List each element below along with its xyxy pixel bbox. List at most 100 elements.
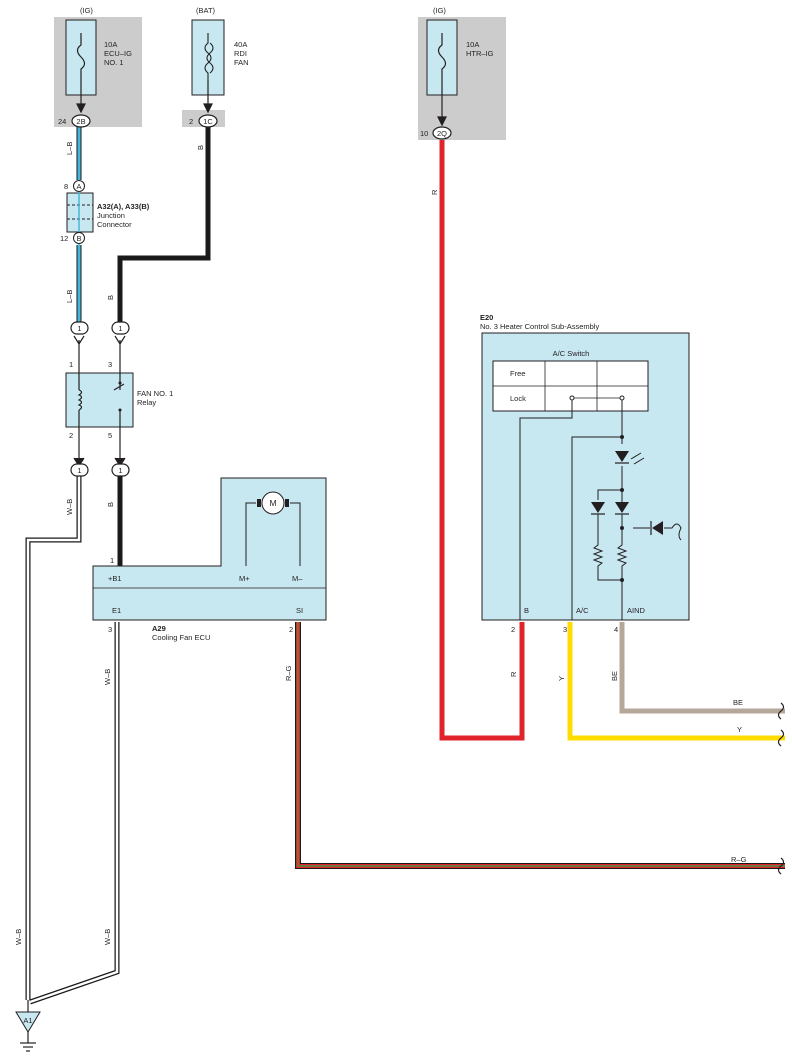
svg-text:1: 1 xyxy=(118,324,122,333)
fuse-ecu-ig-name1: ECU–IG xyxy=(104,49,132,58)
svg-text:W–B: W–B xyxy=(103,669,112,685)
connector-1c: 1C 2 xyxy=(189,114,218,128)
relay-coil-icon xyxy=(77,389,83,411)
ecu-terminal-mplus: M+ xyxy=(239,574,250,583)
fuse-ecu-ig-power: (IG) xyxy=(80,6,93,15)
svg-text:24: 24 xyxy=(58,117,66,126)
ac-switch-free: Free xyxy=(510,369,525,378)
svg-text:3: 3 xyxy=(108,625,112,634)
svg-text:W–B: W–B xyxy=(65,499,74,515)
fuse-rdi-fan: (BAT) 40A RDI FAN xyxy=(182,6,249,127)
svg-text:R: R xyxy=(509,671,518,677)
fusible-link-icon xyxy=(204,33,214,80)
svg-text:B: B xyxy=(106,502,115,507)
led-icon xyxy=(615,451,645,465)
wire-r xyxy=(439,140,525,741)
inline-connector: 1 xyxy=(70,321,89,346)
heater-control: E20 No. 3 Heater Control Sub-Assembly A/… xyxy=(480,313,690,634)
motor-icon xyxy=(261,491,285,515)
junction-name1: Junction xyxy=(97,211,125,220)
inline-connector: 1 xyxy=(111,457,130,477)
ecu-terminal-si: SI xyxy=(296,606,303,615)
svg-text:1: 1 xyxy=(118,466,122,475)
svg-text:1C: 1C xyxy=(203,117,213,126)
inline-connector: 1 xyxy=(70,457,89,477)
ecu-code: A29 xyxy=(152,624,166,633)
heater-terminal-aind: AIND xyxy=(627,606,646,615)
ground-icon xyxy=(20,1032,36,1052)
svg-text:2: 2 xyxy=(69,431,73,440)
svg-text:5: 5 xyxy=(108,431,112,440)
fuse-rdi-power: (BAT) xyxy=(196,6,216,15)
connector-2b: 2B 24 xyxy=(58,114,91,128)
svg-text:8: 8 xyxy=(64,182,68,191)
ecu-name: Cooling Fan ECU xyxy=(152,633,210,642)
ground-a1: A1 xyxy=(15,1000,41,1052)
svg-text:L–B: L–B xyxy=(65,142,74,155)
junction-connector: A 8 B 12 A32(A), A33(B) Junction Connect… xyxy=(60,180,150,245)
svg-text:2: 2 xyxy=(511,625,515,634)
svg-text:2: 2 xyxy=(289,625,293,634)
svg-text:BE: BE xyxy=(733,698,743,707)
fuse-ecu-ig-rating: 10A xyxy=(104,40,117,49)
wire-be xyxy=(619,622,785,714)
fuse-ecu-ig-no1: (IG) 10A ECU–IG NO. 1 xyxy=(54,6,142,127)
fuse-htr-name1: HTR–IG xyxy=(466,49,494,58)
svg-text:1: 1 xyxy=(77,466,81,475)
fuse-htr-ig: (IG) 10A HTR–IG xyxy=(418,6,506,140)
svg-text:B: B xyxy=(76,234,81,243)
wire-b-main xyxy=(117,127,211,330)
inline-connectors: 1 1 1 1 xyxy=(70,321,130,477)
fuse-rdi-rating: 40A xyxy=(234,40,247,49)
svg-text:4: 4 xyxy=(614,625,618,634)
diode-icon xyxy=(591,502,605,515)
svg-text:R–G: R–G xyxy=(284,665,293,681)
relay-name1: FAN NO. 1 xyxy=(137,389,173,398)
svg-text:1: 1 xyxy=(110,556,114,565)
svg-text:Y: Y xyxy=(737,725,742,734)
ac-switch-title: A/C Switch xyxy=(553,349,590,358)
svg-text:10: 10 xyxy=(420,129,428,138)
svg-text:A1: A1 xyxy=(23,1016,32,1025)
svg-text:B: B xyxy=(196,145,205,150)
heater-terminal-ac: A/C xyxy=(576,606,589,615)
inline-connector: 1 xyxy=(111,321,130,346)
svg-text:2Q: 2Q xyxy=(437,129,447,138)
svg-text:R: R xyxy=(430,189,439,195)
svg-text:1: 1 xyxy=(77,324,81,333)
svg-text:B: B xyxy=(106,295,115,300)
wire-y xyxy=(567,622,785,741)
fuse-icon xyxy=(437,33,447,80)
ecu-terminal-e1: E1 xyxy=(112,606,121,615)
fuse-htr-power: (IG) xyxy=(433,6,446,15)
svg-text:A: A xyxy=(76,182,81,191)
svg-text:W–B: W–B xyxy=(103,929,112,945)
wire-labels: L–B L–B B B B R R W–B W–B W–B W–B R–G R–… xyxy=(14,142,747,945)
svg-text:BE: BE xyxy=(610,671,619,681)
svg-text:12: 12 xyxy=(60,234,68,243)
svg-text:R–G: R–G xyxy=(731,855,747,864)
wire-wb xyxy=(25,476,120,1005)
cooling-fan-ecu: M +B1 M+ M– E1 SI 1 3 2 A29 Cooling Fan … xyxy=(92,477,327,642)
svg-text:W–B: W–B xyxy=(14,929,23,945)
fuse-rdi-name2: FAN xyxy=(234,58,249,67)
diode-icon xyxy=(650,521,663,535)
fuse-htr-rating: 10A xyxy=(466,40,479,49)
heater-name: No. 3 Heater Control Sub-Assembly xyxy=(480,322,599,331)
svg-text:2B: 2B xyxy=(76,117,85,126)
svg-text:3: 3 xyxy=(563,625,567,634)
ac-switch-lock: Lock xyxy=(510,394,526,403)
relay-name2: Relay xyxy=(137,398,156,407)
svg-text:Y: Y xyxy=(557,676,566,681)
ecu-terminal-b1: +B1 xyxy=(108,574,122,583)
diode-icon xyxy=(615,502,629,515)
fuse-icon xyxy=(76,33,86,80)
ecu-terminal-mminus: M– xyxy=(292,574,303,583)
svg-text:L–B: L–B xyxy=(65,290,74,303)
fan-relay: 1 3 2 5 FAN NO. 1 Relay xyxy=(65,360,173,440)
svg-text:2: 2 xyxy=(189,117,193,126)
heater-code: E20 xyxy=(480,313,493,322)
svg-text:1: 1 xyxy=(69,360,73,369)
fuse-rdi-name1: RDI xyxy=(234,49,247,58)
